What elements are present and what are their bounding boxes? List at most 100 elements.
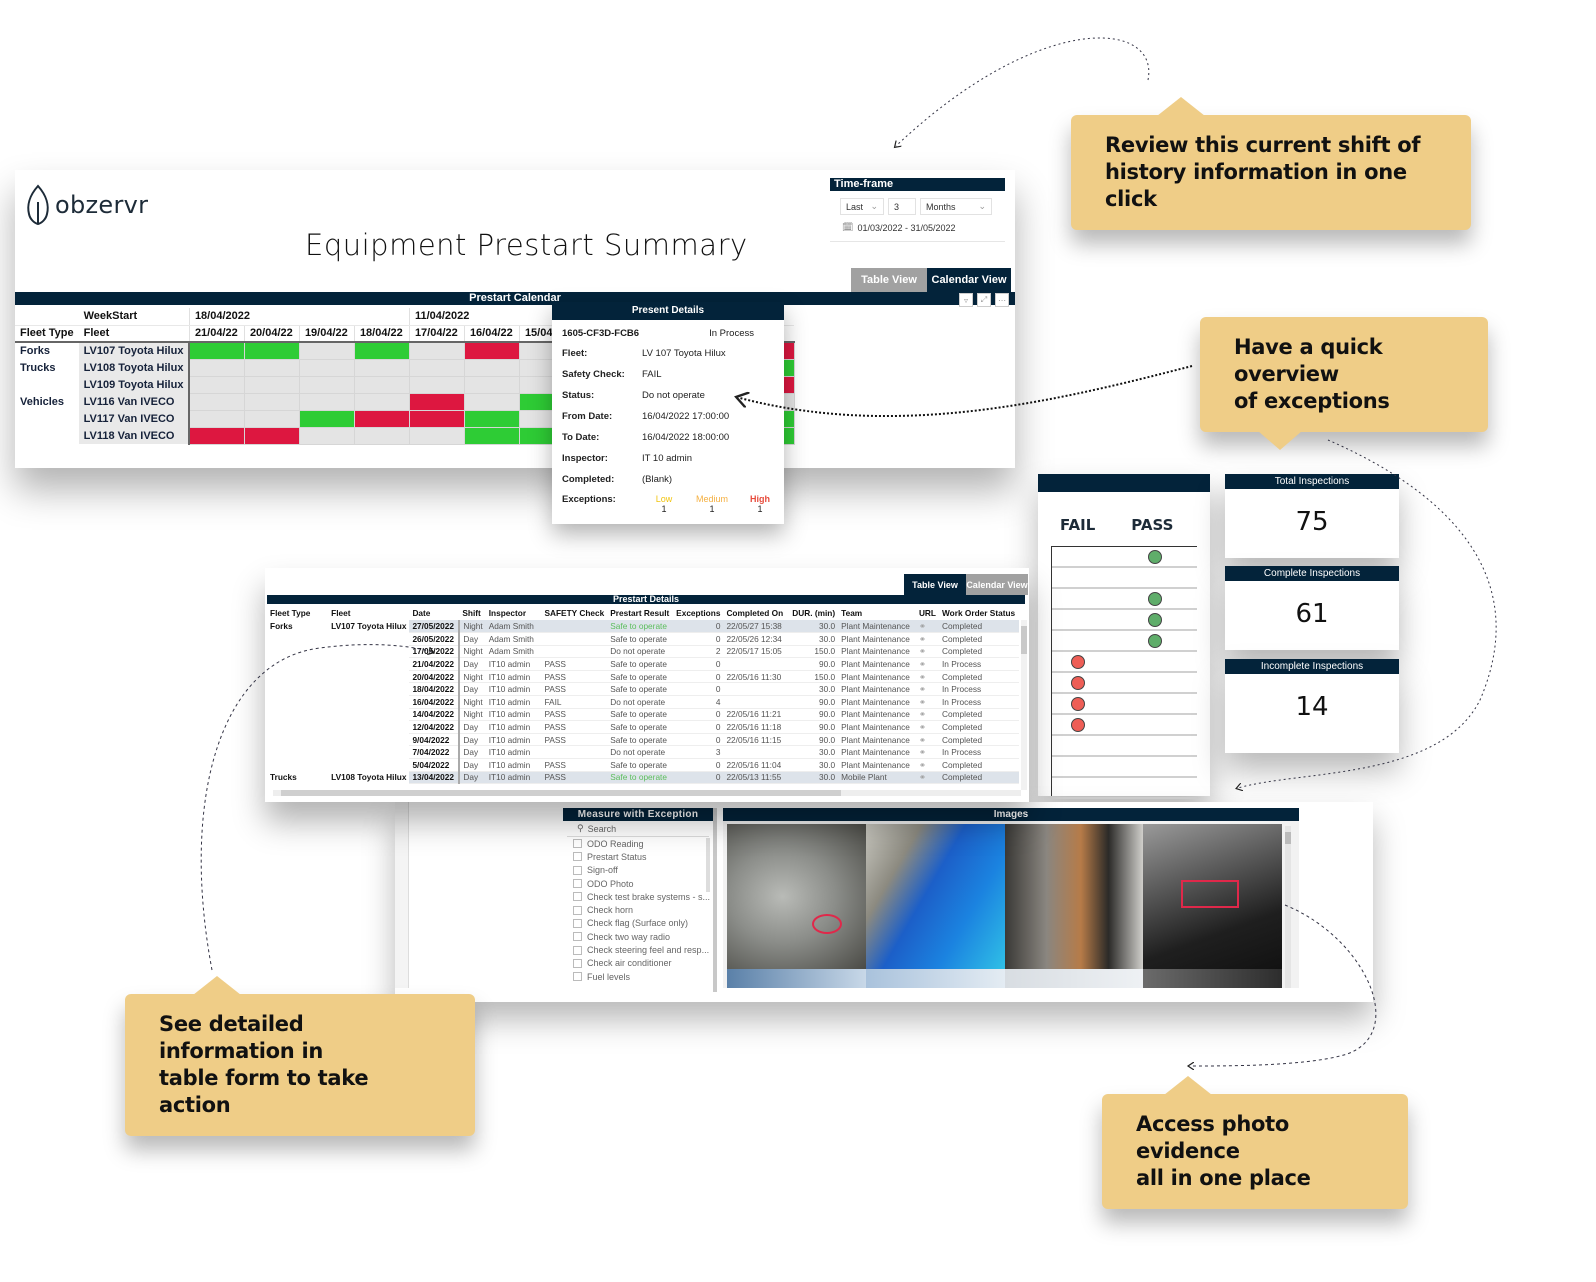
focus-mode-icon[interactable]: ⤢ <box>977 293 991 307</box>
pass-cell[interactable] <box>188 341 245 360</box>
empty-cell[interactable] <box>298 392 355 411</box>
slicer-item[interactable]: Fuel levels <box>563 970 713 983</box>
calendar-view-tab[interactable]: Calendar View <box>966 574 1028 595</box>
slicer-item[interactable]: Check test brake systems - s... <box>563 890 713 903</box>
empty-cell[interactable] <box>408 426 465 445</box>
link-icon[interactable]: ⚭ <box>915 733 939 747</box>
empty-cell[interactable] <box>298 341 355 360</box>
empty-cell[interactable] <box>243 358 300 377</box>
column-header[interactable]: Shift <box>462 608 481 618</box>
column-header[interactable]: Inspector <box>488 608 527 618</box>
slicer-scrollbar[interactable] <box>706 838 710 892</box>
checkbox[interactable] <box>573 852 582 862</box>
slicer-item[interactable]: Prestart Status <box>563 850 713 863</box>
column-header[interactable]: Fleet <box>331 608 351 618</box>
empty-cell[interactable] <box>353 375 410 394</box>
slicer-search-input[interactable]: ⚲ Search <box>567 821 709 837</box>
link-icon[interactable]: ⚭ <box>915 620 939 634</box>
timeframe-unit-select[interactable]: Months ⌄ <box>920 198 992 215</box>
checkbox[interactable] <box>573 972 582 982</box>
timeframe-mode-select[interactable]: Last ⌄ <box>840 198 884 215</box>
slicer-item[interactable]: Sign-off <box>563 864 713 877</box>
slicer-item[interactable]: Check flag (Surface only) <box>563 917 713 930</box>
slicer-item[interactable]: Check air conditioner <box>563 957 713 970</box>
pass-cell[interactable] <box>463 409 520 428</box>
empty-cell[interactable] <box>243 409 300 428</box>
pass-cell[interactable] <box>243 341 300 360</box>
empty-cell[interactable] <box>353 392 410 411</box>
table-horizontal-scrollbar[interactable] <box>273 790 1021 796</box>
slicer-item[interactable]: ODO Reading <box>563 837 713 850</box>
empty-cell[interactable] <box>463 358 520 377</box>
evidence-photo[interactable] <box>865 969 1005 988</box>
link-icon[interactable]: ⚭ <box>915 745 939 760</box>
link-icon[interactable]: ⚭ <box>915 670 939 684</box>
empty-cell[interactable] <box>298 375 355 394</box>
more-options-icon[interactable]: ⋯ <box>995 293 1009 307</box>
table-vertical-scrollbar[interactable] <box>1021 620 1027 790</box>
checkbox[interactable] <box>573 839 582 849</box>
fail-cell[interactable] <box>408 392 465 411</box>
evidence-photo[interactable] <box>1143 969 1282 988</box>
link-icon[interactable]: ⚭ <box>915 708 939 722</box>
column-header[interactable]: SAFETY Check <box>544 608 605 618</box>
slicer-item[interactable]: Check steering feel and resp... <box>563 943 713 956</box>
checkbox[interactable] <box>573 918 582 928</box>
evidence-photo[interactable] <box>727 969 866 988</box>
checkbox[interactable] <box>573 945 582 955</box>
pass-cell[interactable] <box>298 409 355 428</box>
timeframe-date-range[interactable]: 🗓 01/03/2022 - 31/05/2022 <box>830 222 1005 233</box>
evidence-photo[interactable] <box>1143 824 1282 969</box>
table-view-tab[interactable]: Table View <box>851 268 927 292</box>
table-view-tab[interactable]: Table View <box>904 574 966 595</box>
link-icon[interactable]: ⚭ <box>915 720 939 734</box>
checkbox[interactable] <box>573 879 582 889</box>
empty-cell[interactable] <box>408 375 465 394</box>
empty-cell[interactable] <box>188 358 245 377</box>
empty-cell[interactable] <box>243 375 300 394</box>
checkbox[interactable] <box>573 932 582 942</box>
column-header[interactable]: Date <box>412 608 431 618</box>
pass-cell[interactable] <box>353 341 410 360</box>
pass-cell[interactable] <box>463 426 520 445</box>
empty-cell[interactable] <box>353 426 410 445</box>
images-scrollbar[interactable] <box>1285 826 1291 988</box>
link-icon[interactable]: ⚭ <box>915 632 939 646</box>
evidence-photo[interactable] <box>727 824 866 969</box>
empty-cell[interactable] <box>463 375 520 394</box>
empty-cell[interactable] <box>188 375 245 394</box>
checkbox[interactable] <box>573 892 582 902</box>
slicer-item[interactable]: ODO Photo <box>563 877 713 890</box>
empty-cell[interactable] <box>188 392 245 411</box>
column-header[interactable]: Fleet Type <box>270 608 311 618</box>
empty-cell[interactable] <box>298 426 355 445</box>
checkbox[interactable] <box>573 905 582 915</box>
timeframe-count-input[interactable]: 3 <box>888 198 916 215</box>
empty-cell[interactable] <box>408 358 465 377</box>
evidence-photo[interactable] <box>865 824 1005 969</box>
filter-icon[interactable]: ▿ <box>959 293 973 307</box>
column-header[interactable]: Exceptions <box>676 608 721 618</box>
empty-cell[interactable] <box>408 341 465 360</box>
empty-cell[interactable] <box>243 392 300 411</box>
empty-cell[interactable] <box>463 392 520 411</box>
evidence-photo[interactable] <box>1004 824 1144 969</box>
column-header[interactable]: URL <box>918 608 936 618</box>
column-header[interactable]: Prestart Result <box>610 608 670 618</box>
empty-cell[interactable] <box>298 358 355 377</box>
column-header[interactable]: DUR. (min) <box>792 608 836 618</box>
column-header[interactable]: Work Order Status <box>942 608 1016 618</box>
empty-cell[interactable] <box>353 358 410 377</box>
link-icon[interactable]: ⚭ <box>915 695 939 709</box>
fail-cell[interactable] <box>353 409 410 428</box>
